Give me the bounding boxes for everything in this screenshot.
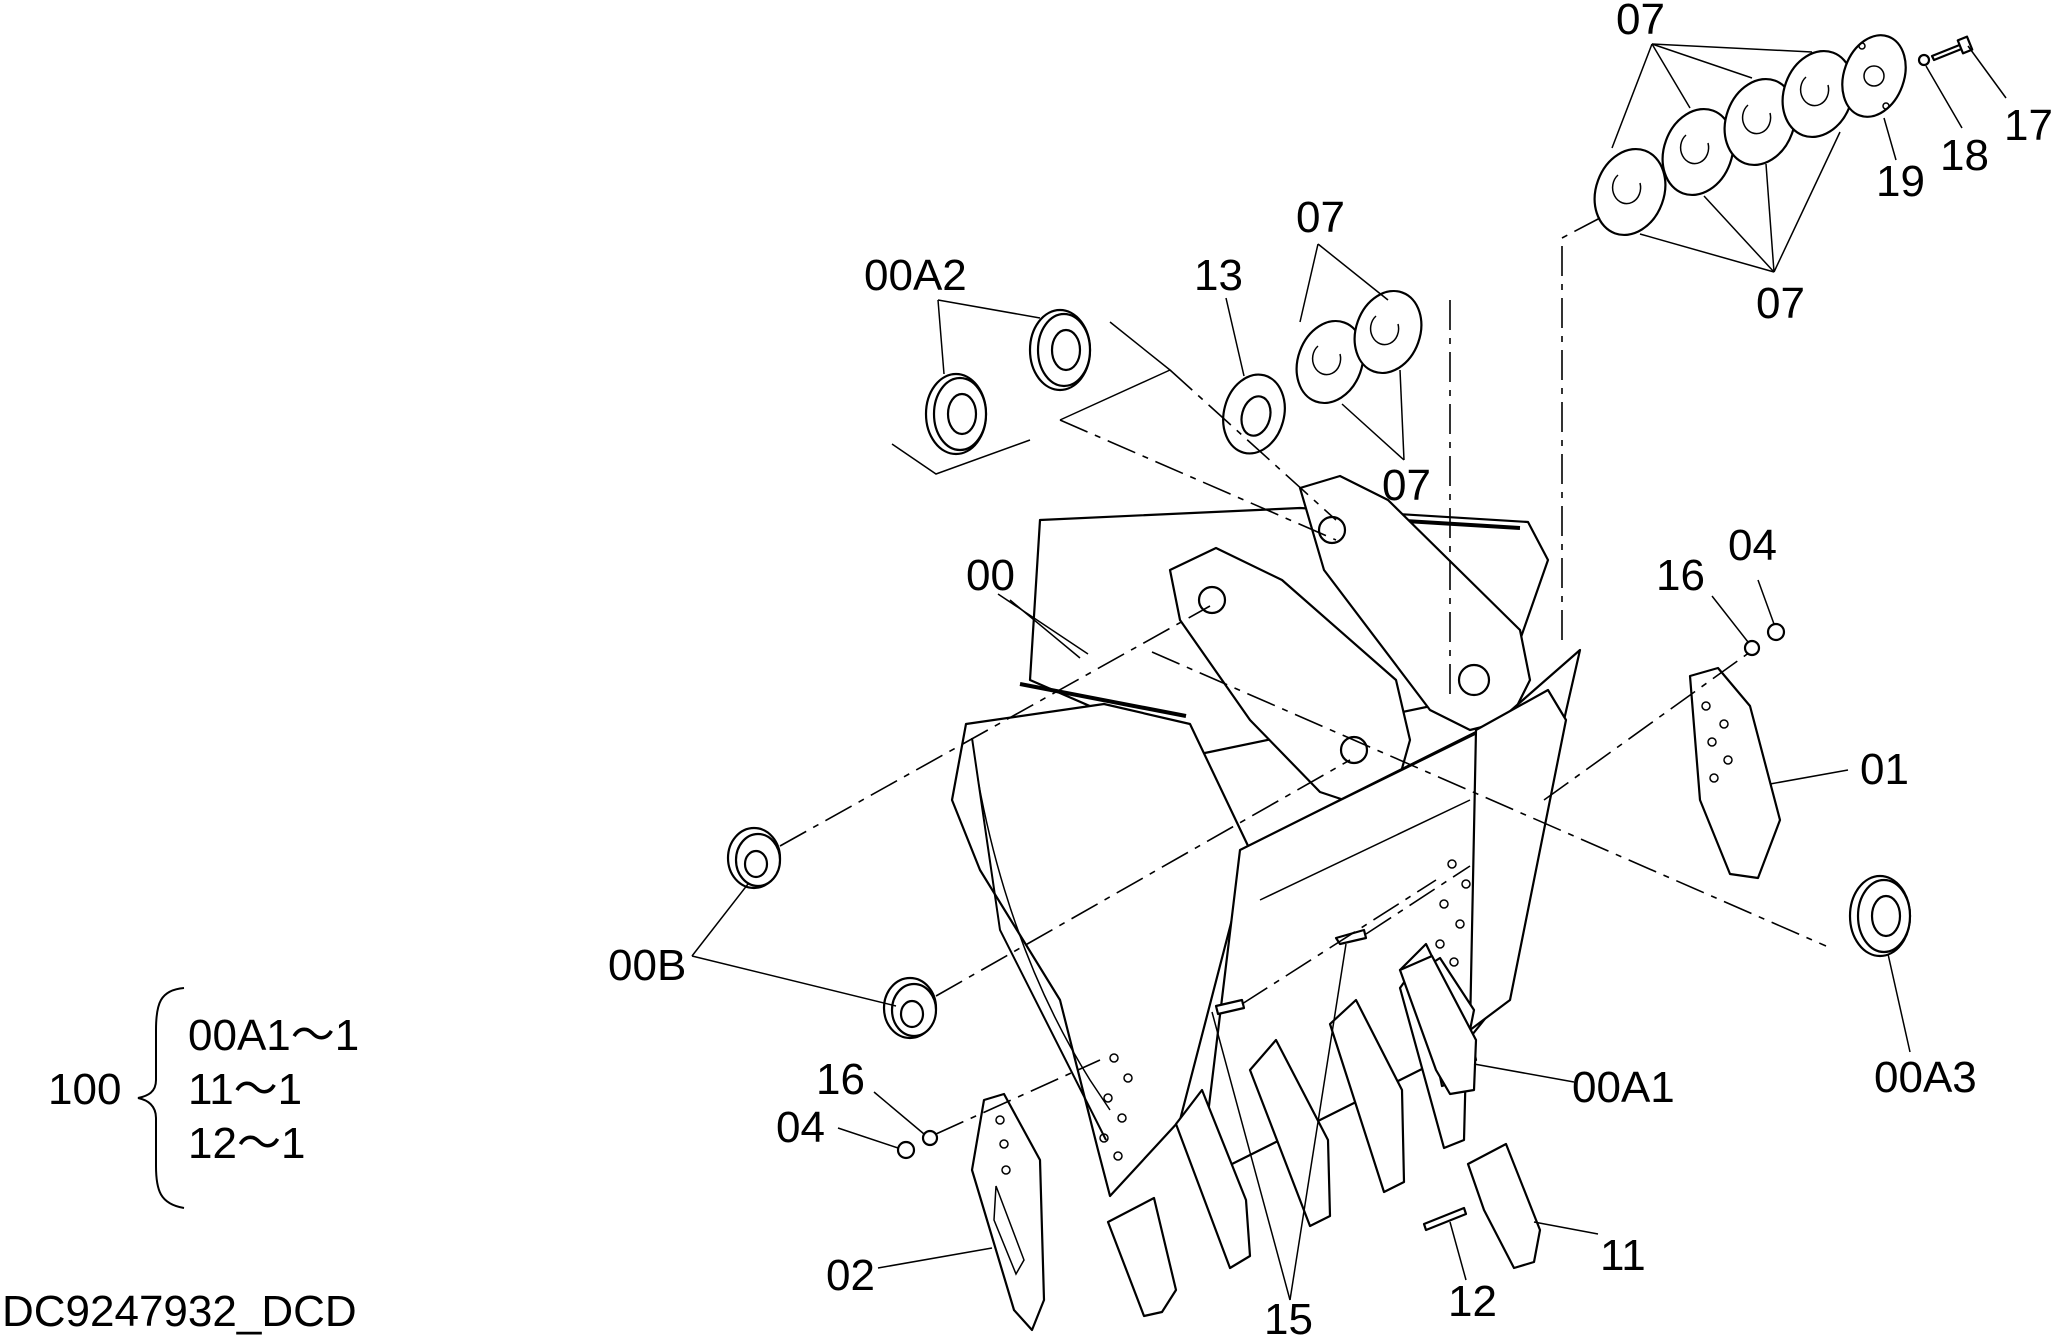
label-00: 00 xyxy=(966,551,1015,600)
label-07-mid: 07 xyxy=(1296,193,1345,242)
kit-item-2: 11〜1 xyxy=(188,1065,302,1114)
drawing-id: DC9247932_DCD xyxy=(2,1287,357,1336)
adapter-00A1 xyxy=(1398,954,1575,1096)
label-18: 18 xyxy=(1940,131,1989,180)
kit-item-3: 12〜1 xyxy=(188,1119,305,1168)
label-16-left: 16 xyxy=(816,1055,865,1104)
label-12: 12 xyxy=(1448,1277,1497,1326)
side-cutter-02 xyxy=(877,1092,1046,1332)
pins-15 xyxy=(1211,865,1471,1301)
nut-washer-right xyxy=(1543,579,1786,801)
pin-12 xyxy=(1422,1206,1468,1281)
tooth-11 xyxy=(1466,1142,1599,1270)
label-00A1: 00A1 xyxy=(1572,1063,1675,1112)
bucket-body-00 xyxy=(950,474,1582,1198)
center-lines xyxy=(997,217,1601,700)
label-16-right: 16 xyxy=(1656,551,1705,600)
label-07-mid-low: 07 xyxy=(1382,461,1431,510)
ring-13 xyxy=(1222,297,1286,455)
label-04-left: 04 xyxy=(776,1103,825,1152)
label-04-right: 04 xyxy=(1728,521,1777,570)
label-00B: 00B xyxy=(608,941,686,990)
label-11: 11 xyxy=(1600,1231,1646,1280)
bushing-00A3 xyxy=(1151,651,1912,1053)
label-02: 02 xyxy=(826,1251,875,1300)
label-19: 19 xyxy=(1876,157,1925,206)
bolt-17 xyxy=(1930,35,2007,99)
label-15: 15 xyxy=(1264,1295,1313,1336)
shim-set-middle xyxy=(1295,243,1423,461)
retainer-plate-19 xyxy=(1841,34,1907,161)
washer-18 xyxy=(1917,53,1963,129)
label-01: 01 xyxy=(1860,745,1909,794)
shim-set-top xyxy=(1593,43,1855,273)
label-17: 17 xyxy=(2004,101,2053,150)
bushing-00A2 xyxy=(891,299,1172,475)
bushing-00B xyxy=(691,605,1351,1040)
kit-item-1: 00A1〜1 xyxy=(188,1011,359,1060)
label-00A3: 00A3 xyxy=(1874,1053,1977,1102)
label-13: 13 xyxy=(1194,251,1243,300)
label-07-right: 07 xyxy=(1756,279,1805,328)
nut-washer-left xyxy=(837,1059,1101,1160)
label-07-top: 07 xyxy=(1616,0,1665,44)
side-cutter-01 xyxy=(1688,666,1849,880)
label-00A2: 00A2 xyxy=(864,251,967,300)
kit-note: 100 00A1〜1 11〜1 12〜1 xyxy=(48,987,359,1209)
kit-number: 100 xyxy=(48,1065,121,1114)
